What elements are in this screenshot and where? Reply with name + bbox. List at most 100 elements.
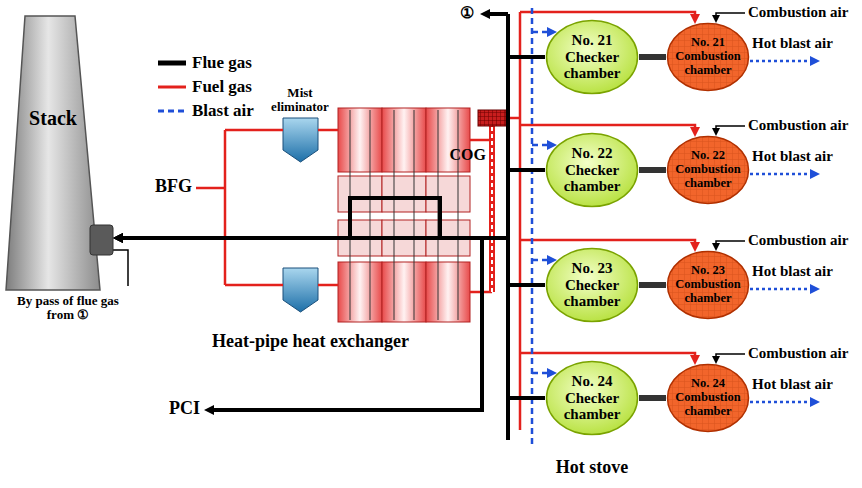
fuel-pipe — [224, 130, 227, 285]
heat-pipe — [414, 110, 415, 320]
blast-branch — [532, 259, 550, 262]
node-text: No. 23 Combustion chamber — [669, 264, 747, 305]
flue-gas-lines — [113, 14, 508, 440]
checker-chamber: No. 21 Checker chamber — [545, 19, 639, 95]
air-name: Combustion air — [748, 232, 860, 249]
node-text-box: No. 23 Combustion chamber — [666, 250, 750, 320]
flue-gas-line — [120, 57, 545, 238]
air-name: Combustion air — [748, 4, 860, 21]
fuel-pipe — [318, 129, 338, 132]
combustion-outline — [668, 24, 749, 91]
gas-name: BFG — [146, 177, 192, 197]
combustion-chamber: No. 24 Combustion chamber — [666, 363, 750, 433]
part-name: Heat-pipe heat exchanger — [212, 332, 472, 352]
node-text: No. 21 Combustion chamber — [669, 36, 747, 77]
fuel-tube-bank — [338, 262, 382, 322]
fuel-tube-bank — [382, 262, 426, 322]
fuel-header — [519, 12, 522, 430]
hot-blast-arrow — [750, 401, 813, 404]
hot-blast-arrow — [750, 173, 813, 176]
heat-exchanger — [338, 108, 470, 322]
node-text: No. 22 Combustion chamber — [669, 149, 747, 190]
cog-mixer — [478, 110, 506, 126]
checker-chamber: No. 22 Checker chamber — [545, 132, 639, 208]
air-name: Combustion air — [748, 117, 860, 134]
legend-label: Flue gas — [192, 53, 252, 73]
air-name: Hot blast air — [752, 148, 856, 165]
flue-gas-line — [120, 170, 545, 238]
checker-outline — [547, 362, 638, 435]
fuel-pipe — [225, 129, 283, 132]
combustion-air-arrow — [716, 13, 745, 17]
combustion-chamber: No. 22 Combustion chamber — [666, 135, 750, 205]
combustion-air-arrow — [716, 354, 745, 358]
flue-tube-bank — [338, 176, 382, 212]
combustion-chamber: No. 23 Combustion chamber — [666, 250, 750, 320]
gas-name: COG — [438, 146, 486, 164]
combustion-air-arrow — [716, 241, 745, 245]
combustion-outline — [668, 252, 749, 319]
heat-pipe — [370, 110, 371, 320]
part-name: Mist eliminator — [268, 86, 332, 115]
mist-eliminator — [283, 268, 318, 312]
fuel-branch — [520, 12, 695, 17]
legend-label: Fuel gas — [192, 77, 252, 97]
fuel-branch — [520, 353, 695, 358]
node-text-box: No. 24 Checker chamber — [545, 360, 639, 436]
legend-line-sample — [158, 86, 186, 89]
chamber-link — [639, 395, 666, 401]
fuel-pipe — [225, 284, 283, 287]
fuel-branch — [520, 240, 695, 245]
callout-number: ① — [456, 4, 478, 22]
mist-eliminator — [283, 118, 318, 162]
air-name: Hot blast air — [752, 263, 856, 280]
node-text: No. 24 Checker chamber — [555, 373, 629, 423]
exchanger-flue-loop — [350, 198, 440, 238]
legend-label: Blast air — [192, 101, 254, 121]
fuel-tube-bank — [426, 262, 470, 322]
preheated-fuel-pipe-stripe — [491, 126, 493, 292]
stack-body — [6, 16, 100, 290]
node-text: No. 21 Checker chamber — [555, 32, 629, 82]
stack-chimney: Stack — [5, 15, 113, 291]
checker-chamber: No. 24 Checker chamber — [545, 360, 639, 436]
chamber-link — [639, 54, 666, 60]
fuel-branch — [520, 125, 695, 130]
air-name: Hot blast air — [752, 35, 856, 52]
node-text: No. 24 Combustion chamber — [669, 377, 747, 418]
pci-flue-line — [211, 238, 482, 410]
fuel-pipe — [318, 284, 338, 287]
checker-outline — [547, 134, 638, 207]
node-text: No. 23 Checker chamber — [555, 260, 629, 310]
legend-line-sample — [158, 110, 186, 113]
flue-gas-line — [120, 238, 545, 398]
fuel-gas-lines — [196, 12, 695, 430]
checker-outline — [547, 249, 638, 322]
combustion-outline — [668, 137, 749, 204]
preheated-fuel-pipe — [489, 126, 495, 292]
flue-inlet — [90, 225, 113, 255]
blast-branch — [532, 144, 550, 147]
blast-header — [531, 8, 534, 445]
air-name: Hot blast air — [752, 376, 856, 393]
node-text: Stack — [15, 107, 91, 129]
flue-gas-line — [120, 238, 545, 285]
destination-name: PCI — [154, 399, 200, 419]
node-text-box: No. 23 Checker chamber — [545, 247, 639, 323]
combustion-chamber: No. 21 Combustion chamber — [666, 22, 750, 92]
combustion-air-arrow — [716, 126, 745, 130]
heat-pipe — [458, 110, 459, 320]
combustion-outline — [668, 365, 749, 432]
air-name: Combustion air — [748, 345, 860, 362]
checker-chamber: No. 23 Checker chamber — [545, 247, 639, 323]
node-text-box: No. 21 Checker chamber — [545, 19, 639, 95]
node-shape — [5, 15, 113, 291]
chamber-link — [639, 282, 666, 288]
hot-blast-arrow — [750, 288, 813, 291]
checker-outline — [547, 21, 638, 94]
fuel-pipe — [470, 139, 492, 142]
blast-branch — [532, 372, 550, 375]
node-text-box: Stack — [13, 101, 93, 135]
flue-tube-bank — [426, 176, 470, 212]
heat-pipe — [394, 110, 395, 320]
